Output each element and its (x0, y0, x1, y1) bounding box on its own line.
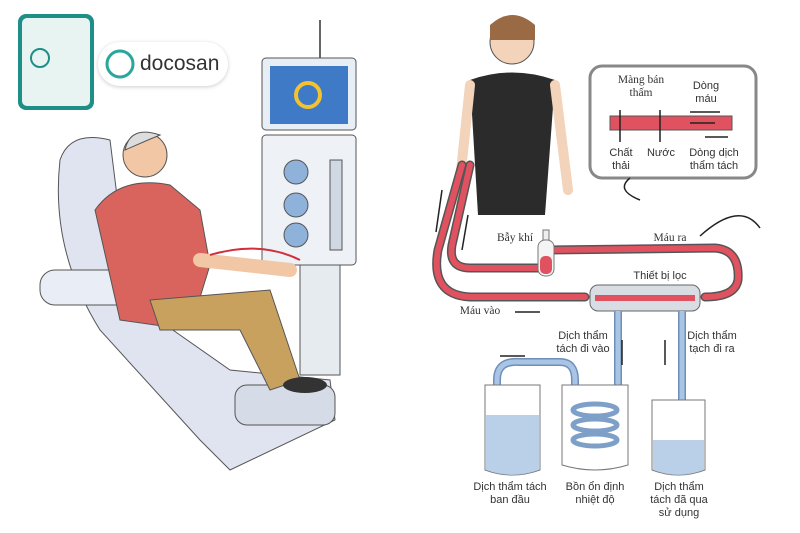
flow-arrows (435, 189, 761, 365)
label-dialysate-flow: Dòng dịch thẩm tách (689, 147, 739, 172)
brand-name: docosan (140, 52, 220, 75)
label-blood-flow: Dòng máu (692, 80, 720, 105)
label-blood-in: Máu vào (459, 305, 501, 317)
phone-icon (18, 14, 94, 110)
dialysis-machine (261, 20, 357, 376)
membrane-inset (588, 64, 758, 201)
label-used-dialysate: Dịch thẩm tách đã qua sử dụng (650, 481, 708, 519)
label-dialysate-out: Dịch thẩm tạch đi ra (687, 330, 737, 355)
label-dialysate-in: Dịch thẩm tách đi vào (556, 330, 610, 355)
filter-device (589, 284, 701, 312)
label-waste: Chất thải (609, 147, 633, 172)
used-dialysate-jar (651, 399, 706, 476)
patient-in-chair (39, 131, 336, 471)
label-blood-out: Máu ra (653, 232, 687, 244)
label-filter: Thiết bị lọc (633, 270, 687, 282)
person-figure (453, 15, 573, 215)
fresh-dialysate-jar (484, 384, 541, 476)
label-membrane: Màng bán thấm (617, 74, 665, 99)
label-fresh-dialysate: Dịch thẩm tách ban đầu (473, 481, 547, 506)
label-air-trap: Bẫy khí (496, 232, 534, 244)
air-trap-icon (537, 229, 555, 277)
blood-tubing (432, 160, 743, 302)
label-heater: Bồn ổn định nhiệt độ (565, 481, 625, 506)
label-water: Nước (646, 147, 676, 159)
heater-tank (561, 384, 629, 471)
